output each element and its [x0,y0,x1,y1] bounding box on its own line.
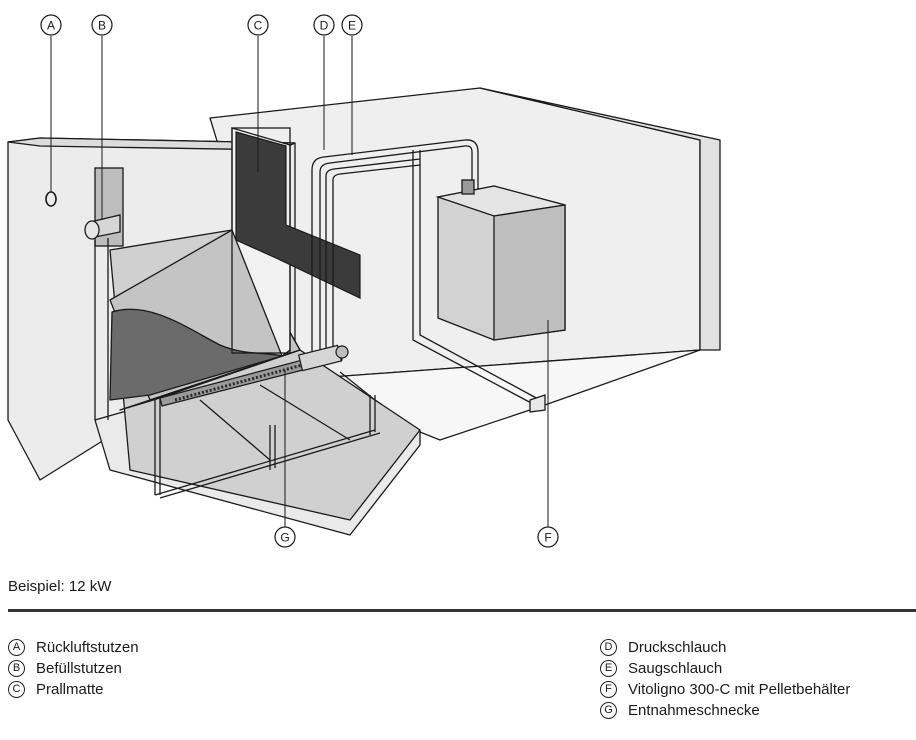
extraction-screw [159,344,349,407]
callout-markers: A B C D E F G [40,14,559,548]
marker-g: G [274,526,296,548]
legend-item-d: D Druckschlauch [600,637,850,658]
legend-label: Saugschlauch [628,660,723,677]
pellet-heap [109,308,283,401]
legend-left-column: A Rückluftstutzen B Befüllstutzen C Pral… [8,637,139,700]
fill-nozzle-assembly [84,167,124,420]
legend-marker: D [600,639,617,656]
marker-b: B [91,14,113,36]
legend-marker: E [600,660,617,677]
legend-label: Befüllstutzen [36,660,122,677]
legend-marker: C [8,681,25,698]
marker-f: F [537,526,559,548]
legend-right-column: D Druckschlauch E Saugschlauch F Vitolig… [600,637,850,721]
svg-text:B: B [98,19,106,33]
legend-marker: A [8,639,25,656]
legend-item-a: A Rückluftstutzen [8,637,139,658]
boiler-vitoligno [435,179,566,341]
impact-mat [235,131,361,299]
svg-text:D: D [320,19,329,33]
legend-item-b: B Befüllstutzen [8,658,139,679]
legend-label: Entnahmeschnecke [628,702,760,719]
slope-wedge [119,349,301,411]
legend-label: Druckschlauch [628,639,727,656]
diagram-caption: Beispiel: 12 kW [8,578,112,595]
svg-text:E: E [348,19,356,33]
legend-marker: B [8,660,25,677]
svg-text:G: G [280,531,289,545]
storage-room-diagram: A B C D E F G [7,14,721,548]
legend-item-g: G Entnahmeschnecke [600,700,850,721]
leader-lines [50,36,549,527]
hoses [311,139,546,413]
marker-d: D [313,14,335,36]
svg-text:C: C [254,19,263,33]
support-frame [154,371,381,499]
legend-item-f: F Vitoligno 300-C mit Pelletbehälter [600,679,850,700]
legend-label: Prallmatte [36,681,104,698]
legend-marker: F [600,681,617,698]
svg-text:A: A [47,19,55,33]
divider-rule [8,609,916,612]
legend-item-e: E Saugschlauch [600,658,850,679]
marker-a: A [40,14,62,36]
marker-c: C [247,14,269,36]
marker-e: E [341,14,363,36]
legend-label: Vitoligno 300-C mit Pelletbehälter [628,681,851,698]
legend-item-c: C Prallmatte [8,679,139,700]
legend-marker: G [600,702,617,719]
legend-label: Rückluftstutzen [36,639,139,656]
room-shell [7,87,721,536]
right-wall [479,87,721,351]
svg-text:F: F [544,531,551,545]
